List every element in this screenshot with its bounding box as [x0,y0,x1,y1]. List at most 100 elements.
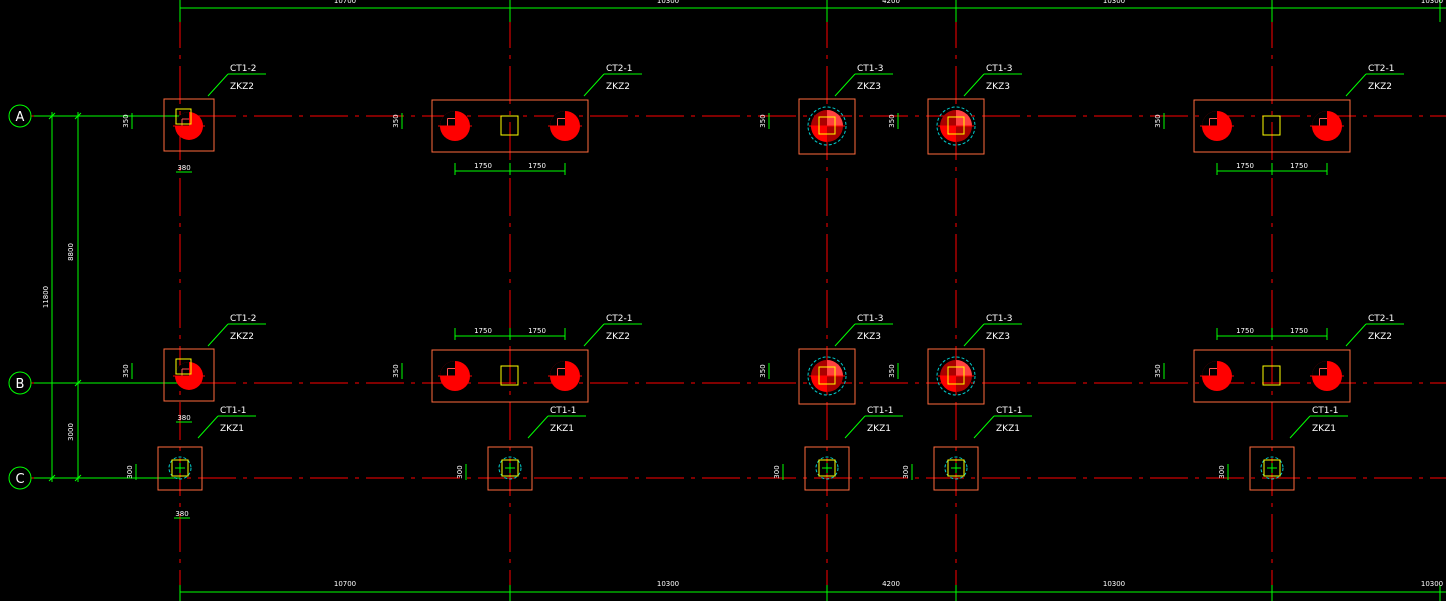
dim-1750-text: 1750 [474,162,492,170]
offset-dim-text: 350 [888,114,896,127]
cap-label: CT1-1 [1312,406,1338,416]
offset-dim-text: 380 [177,414,190,422]
axis-lines [30,10,1446,596]
cap-outline [798,98,856,155]
leader-line [963,73,985,97]
dim-text-bc: 3000 [67,423,75,441]
pile-mark [557,118,565,126]
cap-label: CT1-3 [857,64,883,74]
column-rect [175,108,192,125]
pile-mark [447,368,455,376]
cap-label: CT1-1 [867,406,893,416]
offset-dim-text: 350 [1154,364,1162,377]
leader-line [197,415,219,439]
dim-1750-text: 1750 [474,327,492,335]
dim-text-bottom: 10300 [1421,580,1443,588]
offset-dim-text: 300 [1218,465,1226,478]
column-rect [175,358,192,375]
column-rect [818,459,836,477]
axis-bubble [8,371,32,395]
pile-circle-dashed [815,456,839,480]
pile-mark [447,118,455,126]
leader-line [834,73,856,97]
column-label: ZKZ1 [550,424,574,434]
cap-outline [487,446,533,491]
pile-mark [1209,368,1217,376]
offset-dim-text: 300 [126,465,134,478]
pile-mark [1319,118,1327,126]
axis-bubble [8,104,32,128]
column-label: ZKZ3 [986,332,1010,342]
pile-circle-dashed [168,456,192,480]
cap-label: CT1-3 [986,64,1012,74]
dim-text-top: 10700 [334,0,356,5]
dim-tick [74,112,82,120]
column-label: ZKZ2 [1368,82,1392,92]
offset-dim-text: 350 [759,364,767,377]
column-label: ZKZ3 [986,82,1010,92]
cap-outline [1193,99,1351,153]
cap-label: CT1-1 [550,406,576,416]
dim-tick [48,112,56,120]
offset-dim-text: 350 [122,364,130,377]
cap-label: CT1-3 [986,314,1012,324]
cap-label: CT2-1 [606,64,632,74]
leader-line [1345,323,1367,347]
column-label: ZKZ2 [606,82,630,92]
offset-dim-text: 380 [175,510,188,518]
offset-dim-text: 350 [1154,114,1162,127]
cap-label: CT1-3 [857,314,883,324]
cap-outline [163,98,215,152]
column-rect [500,115,519,136]
leader-line [527,415,549,439]
pile-mark [1319,368,1327,376]
offset-dim-text: 350 [888,364,896,377]
offset-dim-text: 350 [392,114,400,127]
column-label: ZKZ1 [867,424,891,434]
pile-mark [181,118,189,126]
leader-line [583,323,605,347]
column-rect [947,116,965,135]
dimension-annotations: 1070010700103001030042004200103001030010… [42,0,1443,588]
cap-label: CT1-1 [220,406,246,416]
offset-dim-text: 300 [902,465,910,478]
dim-tick [74,379,82,387]
leader-line [963,323,985,347]
cap-outline [933,446,979,491]
pile-mark [1209,118,1217,126]
dim-text-top: 10300 [1103,0,1125,5]
cap-label: CT1-2 [230,314,256,324]
cap-outline [157,446,203,491]
cap-outline [927,98,985,155]
offset-dim-text: 300 [773,465,781,478]
pile-mark [557,368,565,376]
cap-label: CT2-1 [1368,64,1394,74]
leader-line [207,323,229,347]
offset-dim-text: 350 [122,114,130,127]
dim-1750-text: 1750 [1236,162,1254,170]
column-label: ZKZ1 [996,424,1020,434]
cap-outline [431,349,589,403]
dim-text-overall: 11800 [42,286,50,308]
dim-text-bottom: 4200 [882,580,900,588]
dim-1750-text: 1750 [1290,162,1308,170]
column-label: ZKZ1 [1312,424,1336,434]
pile-circle-dashed [936,356,976,396]
dim-1750-text: 1750 [528,162,546,170]
pile-circle-dashed [944,456,968,480]
pile-circle-dashed [498,456,522,480]
column-rect [818,116,836,135]
cap-label: CT2-1 [1368,314,1394,324]
leader-line [844,415,866,439]
leader-line [1345,73,1367,97]
cap-outline [431,99,589,153]
dim-text-bottom: 10300 [1103,580,1125,588]
